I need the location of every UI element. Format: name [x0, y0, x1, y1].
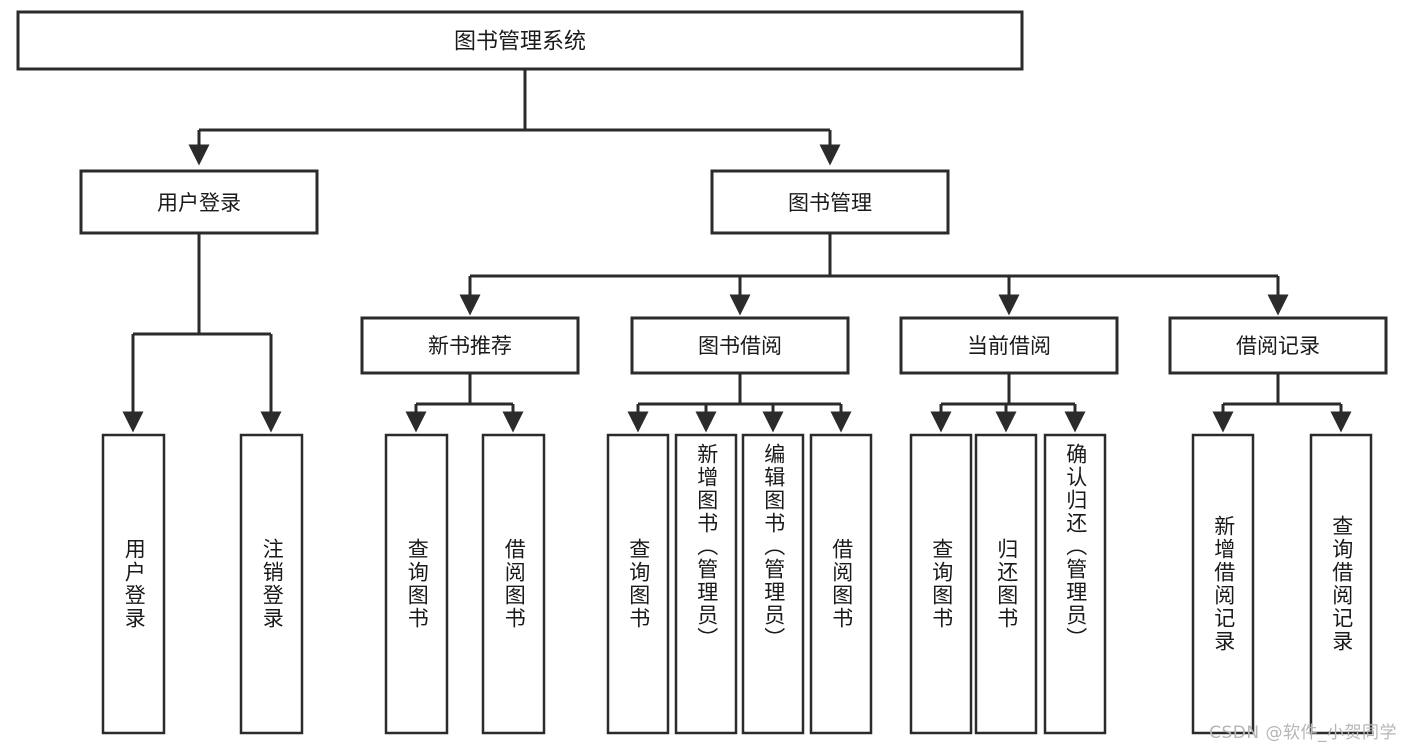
node-root-label: 图书管理系统 [454, 30, 586, 55]
leaf-box-book-borrow-2[interactable] [741, 433, 805, 735]
node-user-login[interactable]: 用户登录 [79, 169, 319, 235]
node-current-borrow-label: 当前借阅 [967, 334, 1051, 358]
leaf-box-new-book-0[interactable] [384, 433, 449, 735]
connector-currentborrow-to-leaves [930, 373, 1086, 433]
node-current-borrow[interactable]: 当前借阅 [899, 316, 1119, 375]
node-book-management[interactable]: 图书管理 [710, 169, 950, 235]
connector-bookborrow-to-leaves [627, 373, 852, 433]
leaf-box-current-borrow-2[interactable] [1043, 433, 1107, 735]
connector-userlogin-to-leaves [122, 233, 282, 433]
node-borrow-record[interactable]: 借阅记录 [1168, 316, 1388, 375]
leaf-box-current-borrow-0[interactable] [909, 433, 973, 735]
connector-bookmgmt-to-level3 [459, 233, 1289, 316]
node-user-login-label: 用户登录 [157, 191, 241, 215]
connector-borrowrecord-to-leaves [1212, 373, 1352, 433]
leaf-box-book-borrow-1[interactable] [674, 433, 738, 735]
node-book-management-label: 图书管理 [788, 191, 872, 215]
connector-root-to-level2 [188, 69, 841, 166]
leaf-box-borrow-record-0[interactable] [1191, 433, 1255, 735]
node-book-borrow-label: 图书借阅 [698, 334, 782, 358]
node-book-borrow[interactable]: 图书借阅 [630, 316, 850, 375]
leaf-box-book-borrow-0[interactable] [606, 433, 670, 735]
leaf-box-new-book-1[interactable] [481, 433, 546, 735]
leaf-box-borrow-record-1[interactable] [1309, 433, 1373, 735]
connector-newbook-to-leaves [405, 373, 524, 433]
leaf-box-user-login-1[interactable] [239, 433, 304, 735]
leaf-box-current-borrow-1[interactable] [974, 433, 1038, 735]
watermark-text: CSDN @软件_小贺同学 [1209, 723, 1397, 743]
node-new-book-recommend-label: 新书推荐 [428, 334, 512, 358]
leaf-box-book-borrow-3[interactable] [809, 433, 873, 735]
node-borrow-record-label: 借阅记录 [1236, 334, 1320, 358]
leaf-box-user-login-0[interactable] [101, 433, 166, 735]
node-new-book-recommend[interactable]: 新书推荐 [360, 316, 580, 375]
node-root[interactable]: 图书管理系统 [16, 10, 1024, 71]
